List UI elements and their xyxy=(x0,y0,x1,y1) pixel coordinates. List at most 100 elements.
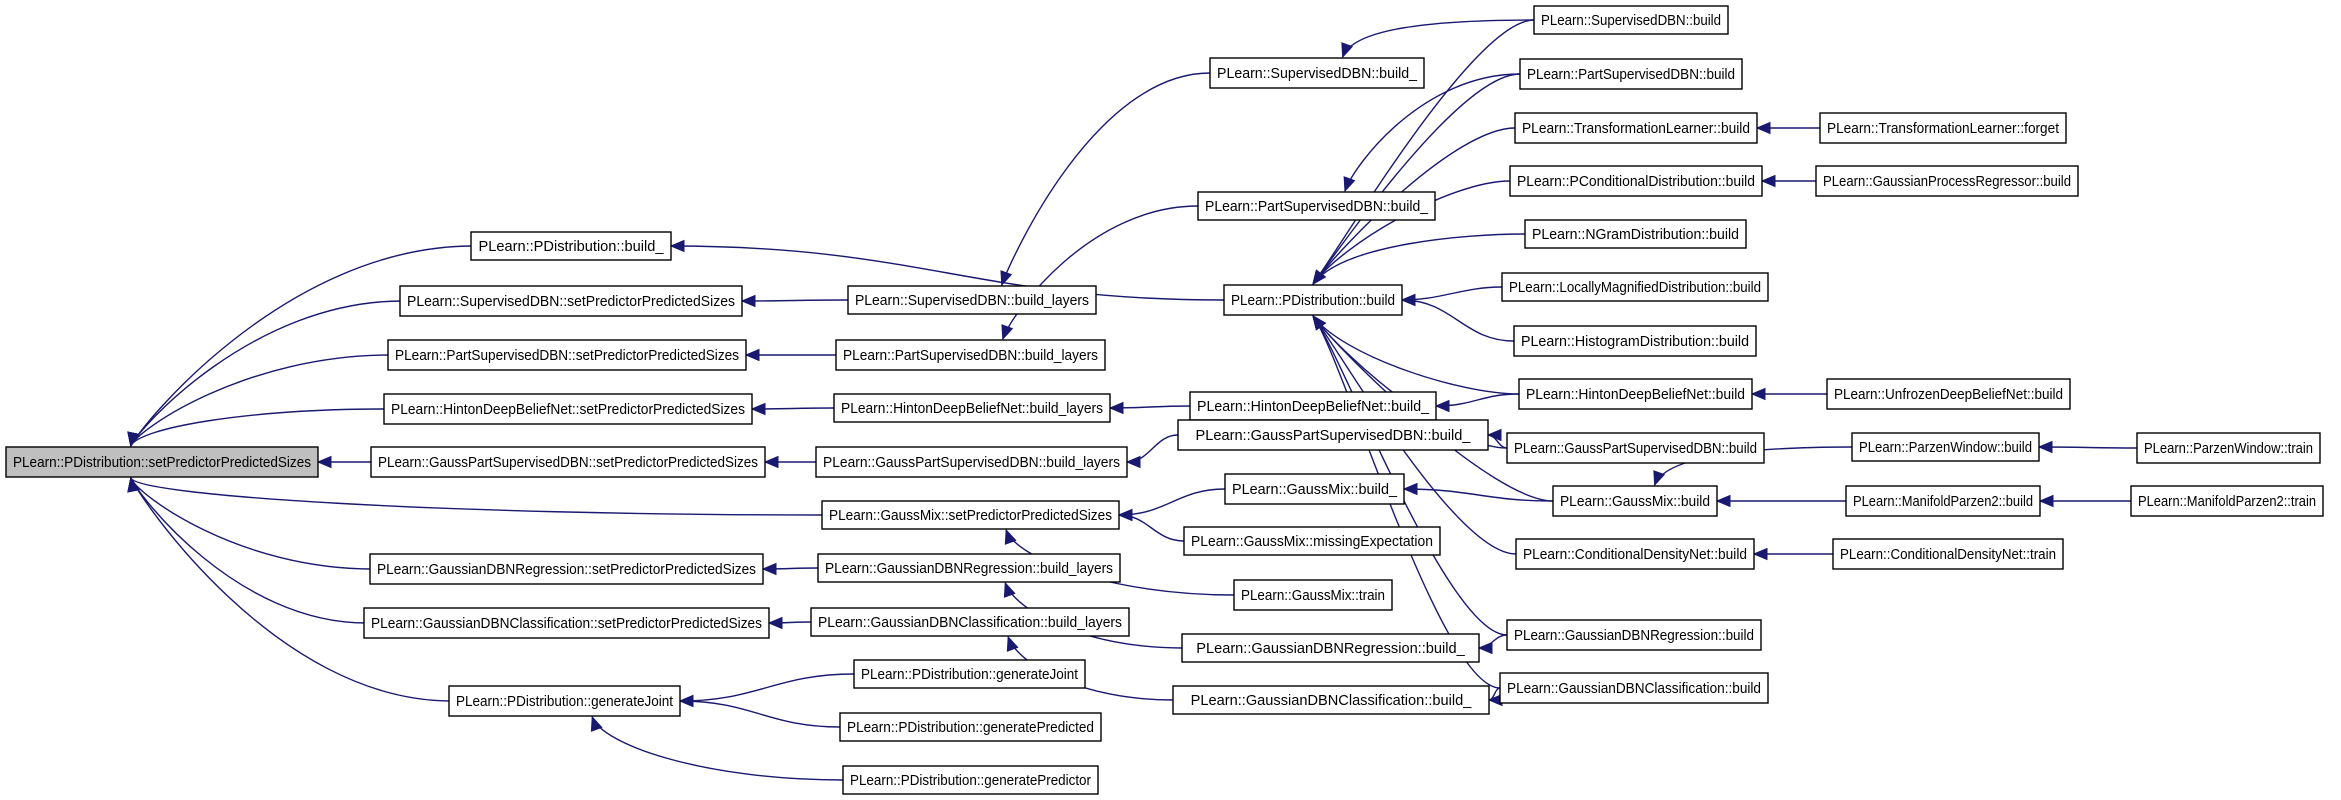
node-manifoldparzen2-train[interactable]: PLearn::ManifoldParzen2::train xyxy=(2130,485,2324,517)
edge-gausspartsuperviseddbn-build-to-gausspartsuperviseddbn-build xyxy=(1486,428,1508,449)
node-label: PLearn::GaussMix::build_ xyxy=(1232,482,1398,498)
edge-arrowhead xyxy=(767,616,783,630)
node-ngramdistribution-build[interactable]: PLearn::NGramDistribution::build xyxy=(1524,219,1747,249)
node-superviseddbn-build[interactable]: PLearn::SupervisedDBN::build xyxy=(1533,5,1729,35)
edge-arrowhead xyxy=(1760,174,1776,188)
node-pdistribution-setpredictorpredictedsizes[interactable]: PLearn::PDistribution::setPredictorPredi… xyxy=(5,446,319,478)
node-parzenwindow-train[interactable]: PLearn::ParzenWindow::train xyxy=(2136,432,2321,464)
node-box xyxy=(1197,191,1436,221)
edge-line xyxy=(741,299,849,302)
edge-arrowhead xyxy=(1715,494,1731,508)
node-transformationlearner-build[interactable]: PLearn::TransformationLearner::build xyxy=(1514,112,1758,144)
node-box xyxy=(399,285,743,317)
node-conditionaldensitynet-build[interactable]: PLearn::ConditionalDensityNet::build xyxy=(1515,538,1755,570)
node-pdistribution-generatepredicted[interactable]: PLearn::PDistribution::generatePredicted xyxy=(839,712,1102,742)
node-pdistribution-generatejoint[interactable]: PLearn::PDistribution::generateJoint xyxy=(448,685,681,717)
node-unfrozendeepbeliefnet-build[interactable]: PLearn::UnfrozenDeepBeliefNet::build xyxy=(1826,378,2071,410)
node-box xyxy=(363,607,770,639)
edge-hintondeepbeliefnet-setpredictorpredictedsizes-to-pdistribution-setpredictorpredictedsizes xyxy=(127,408,387,448)
node-pdistribution-generatejoint[interactable]: PLearn::PDistribution::generateJoint xyxy=(853,659,1086,689)
node-partsuperviseddbn-build[interactable]: PLearn::PartSupervisedDBN::build xyxy=(1519,58,1743,90)
node-label: PLearn::GaussMix::setPredictorPredictedS… xyxy=(829,508,1112,524)
node-partsuperviseddbn-build-layers[interactable]: PLearn::PartSupervisedDBN::build_layers xyxy=(835,339,1106,371)
edge-gaussianprocessregressor-build-to-pconditionaldistribution-build xyxy=(1760,174,1817,188)
node-pdistribution-generatepredictor[interactable]: PLearn::PDistribution::generatePredictor xyxy=(842,765,1099,795)
edge-gaussmix-build-to-gaussmix-setpredictorpredictedsizes xyxy=(1117,488,1226,522)
edge-line xyxy=(1344,73,1521,192)
node-box xyxy=(369,553,764,585)
edge-line xyxy=(1126,434,1179,463)
node-gausspartsuperviseddbn-build-layers[interactable]: PLearn::GaussPartSupervisedDBN::build_la… xyxy=(815,446,1128,478)
node-gaussianprocessregressor-build[interactable]: PLearn::GaussianProcessRegressor::build xyxy=(1815,165,2079,197)
node-gaussiandbnregression-setpredictorpredictedsizes[interactable]: PLearn::GaussianDBNRegression::setPredic… xyxy=(369,553,764,585)
edge-line xyxy=(130,477,452,702)
edge-arrowhead xyxy=(1477,641,1493,655)
node-box xyxy=(1552,485,1718,517)
edge-gaussmix-build-to-gaussmix-build xyxy=(1402,482,1554,502)
node-gausspartsuperviseddbn-build[interactable]: PLearn::GaussPartSupervisedDBN::build_ xyxy=(1177,419,1489,451)
node-gaussmix-setpredictorpredictedsizes[interactable]: PLearn::GaussMix::setPredictorPredictedS… xyxy=(821,500,1120,530)
node-pdistribution-build[interactable]: PLearn::PDistribution::build xyxy=(1223,284,1403,316)
node-gaussiandbnclassification-build[interactable]: PLearn::GaussianDBNClassification::build xyxy=(1499,672,1769,704)
node-conditionaldensitynet-train[interactable]: PLearn::ConditionalDensityNet::train xyxy=(1832,538,2064,570)
edge-line xyxy=(130,408,387,447)
node-box xyxy=(1832,538,2064,570)
node-transformationlearner-forget[interactable]: PLearn::TransformationLearner::forget xyxy=(1819,112,2067,144)
node-hintondeepbeliefnet-build-layers[interactable]: PLearn::HintonDeepBeliefNet::build_layer… xyxy=(833,393,1111,423)
edge-pdistribution-build-to-pdistribution-build xyxy=(669,239,1225,301)
node-gaussmix-build[interactable]: PLearn::GaussMix::build_ xyxy=(1224,473,1405,505)
node-gausspartsuperviseddbn-build[interactable]: PLearn::GaussPartSupervisedDBN::build xyxy=(1506,432,1765,464)
edge-transformationlearner-forget-to-transformationlearner-build xyxy=(1755,121,1821,135)
node-histogramdistribution-build[interactable]: PLearn::HistogramDistribution::build xyxy=(1513,325,1757,357)
node-label: PLearn::GaussianDBNRegression::build_lay… xyxy=(825,561,1113,577)
node-locallymagnifieddistribution-build[interactable]: PLearn::LocallyMagnifiedDistribution::bu… xyxy=(1501,272,1769,302)
node-gaussmix-train[interactable]: PLearn::GaussMix::train xyxy=(1233,579,1393,611)
node-superviseddbn-build-layers[interactable]: PLearn::SupervisedDBN::build_layers xyxy=(847,285,1097,315)
node-box xyxy=(5,446,319,478)
node-hintondeepbeliefnet-build[interactable]: PLearn::HintonDeepBeliefNet::build xyxy=(1518,378,1753,410)
node-label: PLearn::SupervisedDBN::build xyxy=(1541,13,1721,29)
node-label: PLearn::PartSupervisedDBN::setPredictorP… xyxy=(395,348,739,364)
node-gaussiandbnclassification-build[interactable]: PLearn::GaussianDBNClassification::build… xyxy=(1172,685,1490,715)
node-gaussiandbnregression-build[interactable]: PLearn::GaussianDBNRegression::build xyxy=(1506,619,1762,651)
node-pdistribution-build[interactable]: PLearn::PDistribution::build_ xyxy=(470,231,672,261)
node-parzenwindow-build[interactable]: PLearn::ParzenWindow::build xyxy=(1851,432,2040,462)
edge-arrowhead xyxy=(1341,42,1354,59)
node-gaussmix-missingexpectation[interactable]: PLearn::GaussMix::missingExpectation xyxy=(1183,526,1441,556)
node-superviseddbn-setpredictorpredictedsizes[interactable]: PLearn::SupervisedDBN::setPredictorPredi… xyxy=(399,285,743,317)
node-box xyxy=(1513,325,1757,357)
edge-arrowhead xyxy=(750,402,766,416)
node-box xyxy=(1851,432,2040,462)
node-superviseddbn-build[interactable]: PLearn::SupervisedDBN::build_ xyxy=(1209,57,1425,89)
node-box xyxy=(1819,112,2067,144)
node-label: PLearn::SupervisedDBN::setPredictorPredi… xyxy=(407,294,735,310)
edge-arrowhead xyxy=(763,455,779,469)
node-hintondeepbeliefnet-build[interactable]: PLearn::HintonDeepBeliefNet::build_ xyxy=(1189,391,1437,421)
edge-partsuperviseddbn-build-layers-to-partsuperviseddbn-setpredictorpredictedsizes xyxy=(744,348,836,362)
node-manifoldparzen2-build[interactable]: PLearn::ManifoldParzen2::build xyxy=(1845,485,2041,517)
edge-arrowhead xyxy=(1125,455,1141,469)
node-gaussiandbnclassification-build-layers[interactable]: PLearn::GaussianDBNClassification::build… xyxy=(810,607,1130,637)
node-partsuperviseddbn-setpredictorpredictedsizes[interactable]: PLearn::PartSupervisedDBN::setPredictorP… xyxy=(387,339,747,371)
edge-line xyxy=(1342,19,1535,58)
node-hintondeepbeliefnet-setpredictorpredictedsizes[interactable]: PLearn::HintonDeepBeliefNet::setPredicto… xyxy=(383,393,753,425)
edge-arrowhead xyxy=(2037,440,2053,454)
node-label: PLearn::PDistribution::generatePredicted xyxy=(847,720,1094,736)
edge-arrowhead xyxy=(1402,482,1418,496)
node-box xyxy=(1515,538,1755,570)
node-gaussiandbnclassification-setpredictorpredictedsizes[interactable]: PLearn::GaussianDBNClassification::setPr… xyxy=(363,607,770,639)
node-gausspartsuperviseddbn-setpredictorpredictedsizes[interactable]: PLearn::GaussPartSupervisedDBN::setPredi… xyxy=(370,446,766,478)
node-box xyxy=(839,712,1102,742)
node-partsuperviseddbn-build[interactable]: PLearn::PartSupervisedDBN::build_ xyxy=(1197,191,1436,221)
edge-arrowhead xyxy=(761,562,777,576)
edge-gaussiandbnregression-build-layers-to-gaussiandbnregression-setpredictorpredictedsizes xyxy=(761,562,819,576)
node-gaussiandbnregression-build[interactable]: PLearn::GaussianDBNRegression::build_ xyxy=(1181,633,1480,663)
node-box xyxy=(1519,58,1743,90)
node-gaussmix-build[interactable]: PLearn::GaussMix::build xyxy=(1552,485,1718,517)
node-box xyxy=(1233,579,1393,611)
node-box xyxy=(1845,485,2041,517)
node-label: PLearn::PDistribution::build_ xyxy=(479,239,665,255)
edge-arrowhead xyxy=(744,348,760,362)
node-gaussiandbnregression-build-layers[interactable]: PLearn::GaussianDBNRegression::build_lay… xyxy=(817,553,1121,583)
node-pconditionaldistribution-build[interactable]: PLearn::PConditionalDistribution::build xyxy=(1509,165,1763,197)
